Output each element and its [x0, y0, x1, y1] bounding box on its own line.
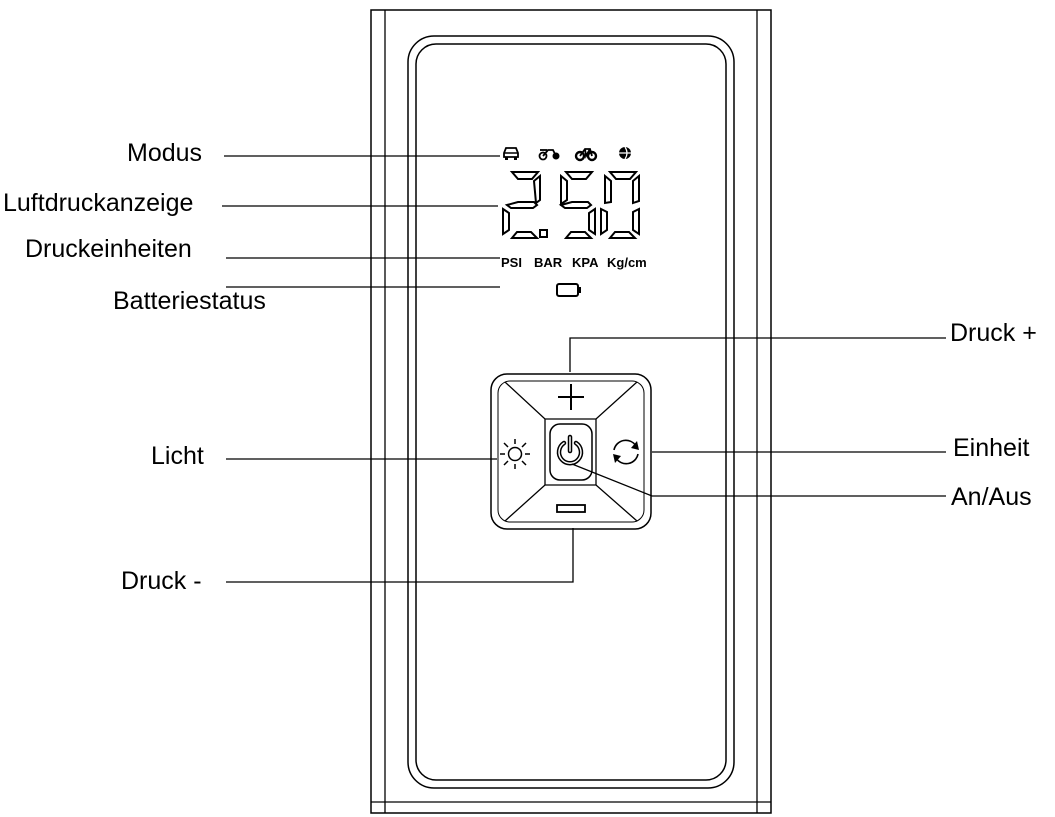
- callout-druck-plus: Druck +: [950, 319, 1037, 347]
- digit-0: [600, 171, 640, 239]
- unit-kpa: KPA: [572, 255, 599, 270]
- pressure-up-button[interactable]: [540, 376, 602, 416]
- power-icon: [556, 434, 584, 466]
- ball-icon: [619, 146, 631, 160]
- callout-druck-minus: Druck -: [121, 567, 202, 595]
- pressure-readout: [502, 171, 640, 239]
- cycle-arrows-icon: [613, 439, 639, 465]
- callout-licht: Licht: [151, 442, 204, 470]
- unit-kgcm: Kg/cm: [607, 255, 647, 270]
- minus-icon: [556, 504, 586, 513]
- callout-batteriestatus: Batteriestatus: [113, 287, 266, 315]
- car-icon: [503, 147, 519, 160]
- sun-icon: [500, 439, 530, 469]
- digit-2: [502, 171, 541, 239]
- light-button[interactable]: [494, 425, 542, 481]
- motorcycle-icon: [538, 149, 560, 161]
- decimal-point: [539, 229, 548, 238]
- mode-icons: [503, 146, 631, 162]
- callout-einheit: Einheit: [953, 434, 1029, 462]
- bicycle-icon: [574, 148, 598, 162]
- callout-druckeinheiten: Druckeinheiten: [25, 235, 192, 263]
- battery-icon: [556, 283, 581, 297]
- pressure-down-button[interactable]: [540, 490, 602, 525]
- digit-5: [558, 171, 596, 239]
- unit-psi: PSI: [501, 255, 522, 270]
- unit-bar: BAR: [534, 255, 563, 270]
- leader-lines: [222, 155, 946, 583]
- callout-modus: Modus: [127, 139, 202, 167]
- unit-button[interactable]: [600, 425, 648, 481]
- power-button[interactable]: [549, 423, 593, 481]
- unit-labels: PSI BAR KPA Kg/cm: [501, 255, 647, 270]
- callout-an-aus: An/Aus: [951, 483, 1032, 511]
- callout-luftdruckanzeige: Luftdruckanzeige: [3, 189, 193, 217]
- callout-labels: Modus Luftdruckanzeige Druckeinheiten Ba…: [3, 139, 1037, 595]
